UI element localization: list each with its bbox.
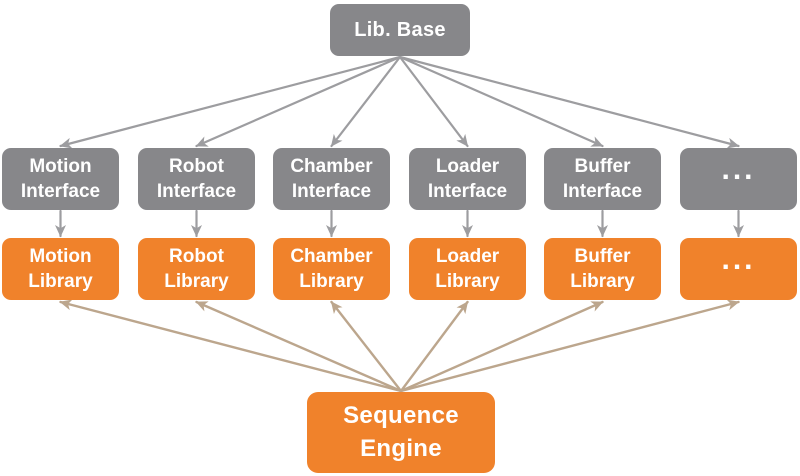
- node-label: Sequence Engine: [343, 402, 459, 462]
- edge-lib_base-to-etc_interface: [398, 55, 740, 149]
- edge-sequence_engine-to-chamber_library: [330, 300, 403, 393]
- edge-sequence_engine-to-buffer_library: [399, 300, 604, 393]
- node-label: ...: [721, 243, 756, 276]
- edge-sequence_engine-to-etc_library: [399, 299, 740, 393]
- node-ellipsis-library: ...: [680, 238, 797, 300]
- node-label: Robot Interface: [156, 155, 237, 202]
- node-buffer-interface: Buffer Interface: [544, 148, 661, 210]
- node-label: Buffer Library: [570, 245, 635, 292]
- node-loader-library: Loader Library: [409, 238, 526, 300]
- node-label: Lib. Base: [354, 19, 446, 41]
- node-motion-interface: Motion Interface: [2, 148, 119, 210]
- edge-sequence_engine-to-loader_library: [399, 300, 469, 393]
- node-buffer-library: Buffer Library: [544, 238, 661, 300]
- edge-sequence_engine-to-motion_library: [59, 299, 403, 393]
- node-motion-library: Motion Library: [2, 238, 119, 300]
- node-label: Loader Library: [435, 245, 500, 292]
- edge-lib_base-to-buffer_interface: [398, 55, 604, 148]
- edge-lib_base-to-chamber_interface: [330, 55, 402, 148]
- node-label: Motion Library: [28, 245, 93, 292]
- node-label: Chamber Interface: [290, 155, 373, 202]
- node-loader-interface: Loader Interface: [409, 148, 526, 210]
- edge-sequence_engine-to-robot_library: [195, 300, 403, 393]
- node-robot-interface: Robot Interface: [138, 148, 255, 210]
- node-label: Loader Interface: [427, 155, 508, 202]
- edge-lib_base-to-loader_interface: [398, 55, 469, 148]
- node-sequence-engine: Sequence Engine: [307, 392, 495, 473]
- node-label: Motion Interface: [20, 155, 101, 202]
- node-label: Buffer Interface: [562, 155, 643, 202]
- edge-lib_base-to-robot_interface: [195, 55, 402, 148]
- node-chamber-library: Chamber Library: [273, 238, 390, 300]
- node-lib-base: Lib. Base: [330, 4, 470, 56]
- node-label: Chamber Library: [290, 245, 373, 292]
- node-label: ...: [721, 153, 756, 186]
- node-robot-library: Robot Library: [138, 238, 255, 300]
- edge-lib_base-to-motion_interface: [59, 55, 402, 149]
- node-chamber-interface: Chamber Interface: [273, 148, 390, 210]
- node-ellipsis-interface: ...: [680, 148, 797, 210]
- node-label: Robot Library: [164, 245, 229, 292]
